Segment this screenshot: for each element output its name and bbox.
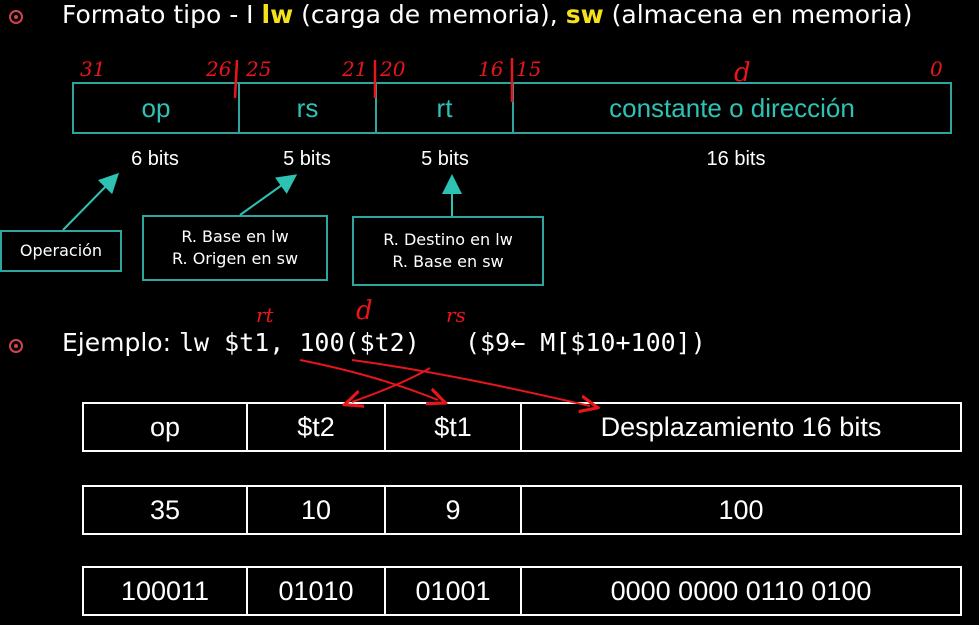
table-cell: 9 (386, 487, 522, 533)
bits-constant: 16 bits (706, 148, 766, 170)
table-cell: $t1 (386, 404, 522, 450)
table-cell: 35 (84, 487, 248, 533)
bit-mark-0: 0 (930, 57, 943, 81)
bit-mark-26: 26 (206, 57, 232, 81)
table-cell: 100 (718, 494, 764, 525)
arrow-operation (62, 172, 119, 231)
note-rt: R. Destino en lw R. Base en sw (352, 216, 544, 286)
table-decimal-row: 35 10 9 100 (82, 485, 962, 535)
table-header-row: op $t2 $t1 Desplazamiento 16 bits (82, 402, 962, 452)
hand-label-rt: rt (256, 303, 274, 327)
bit-mark-25: 25 (246, 57, 272, 81)
bit-mark-31: 31 (80, 57, 106, 81)
bits-rs: 5 bits (283, 148, 331, 170)
bullet-icon (9, 10, 23, 24)
table-cell: 10 (248, 487, 386, 533)
arrow-rs (239, 174, 298, 216)
note-rs: R. Base en lw R. Origen en sw (142, 215, 328, 281)
field-rs: rs (240, 84, 377, 132)
table-cell: $t2 (248, 404, 386, 450)
field-rt: rt (377, 84, 514, 132)
bits-rt: 5 bits (421, 148, 469, 170)
example-line: Ejemplo: lw $t1, 100($t2) ($9← M[$10+100… (62, 328, 706, 357)
table-cell: 0000 0000 0110 0100 (610, 575, 872, 606)
slide-title: Formato tipo - I lw (carga de memoria), … (62, 0, 913, 29)
lw-keyword: lw (261, 0, 294, 29)
table-binary-row: 100011 01010 01001 0000 0000 0110 0100 (82, 566, 962, 616)
table-cell: 01010 (248, 568, 386, 614)
field-constant: constante o dirección (609, 92, 855, 123)
arrow-t1-to-rt (299, 359, 438, 400)
bit-mark-16: 16 (478, 57, 504, 81)
example-comment: ($9← M[$10+100]) (464, 328, 706, 357)
hand-label-d-example: d (356, 296, 373, 326)
bits-op: 6 bits (131, 148, 179, 170)
bullet-icon (9, 339, 23, 353)
table-cell: op (84, 404, 248, 450)
table-cell: 01001 (386, 568, 522, 614)
red-separator (233, 59, 239, 99)
example-code: lw $t1, 100($t2) (178, 328, 420, 357)
field-op: op (74, 84, 240, 132)
hand-label-d-format: d (734, 58, 751, 88)
arrow-100-to-offset (351, 359, 590, 406)
hand-label-rs: rs (446, 303, 466, 327)
note-operation: Operación (0, 230, 122, 272)
table-cell: 100011 (84, 568, 248, 614)
arrow-t2-to-rs (352, 367, 431, 402)
bit-mark-15: 15 (516, 57, 542, 81)
table-cell: Desplazamiento 16 bits (600, 411, 882, 442)
bit-mark-20: 20 (380, 57, 406, 81)
bit-mark-21: 21 (342, 57, 368, 81)
sw-keyword: sw (565, 0, 604, 29)
